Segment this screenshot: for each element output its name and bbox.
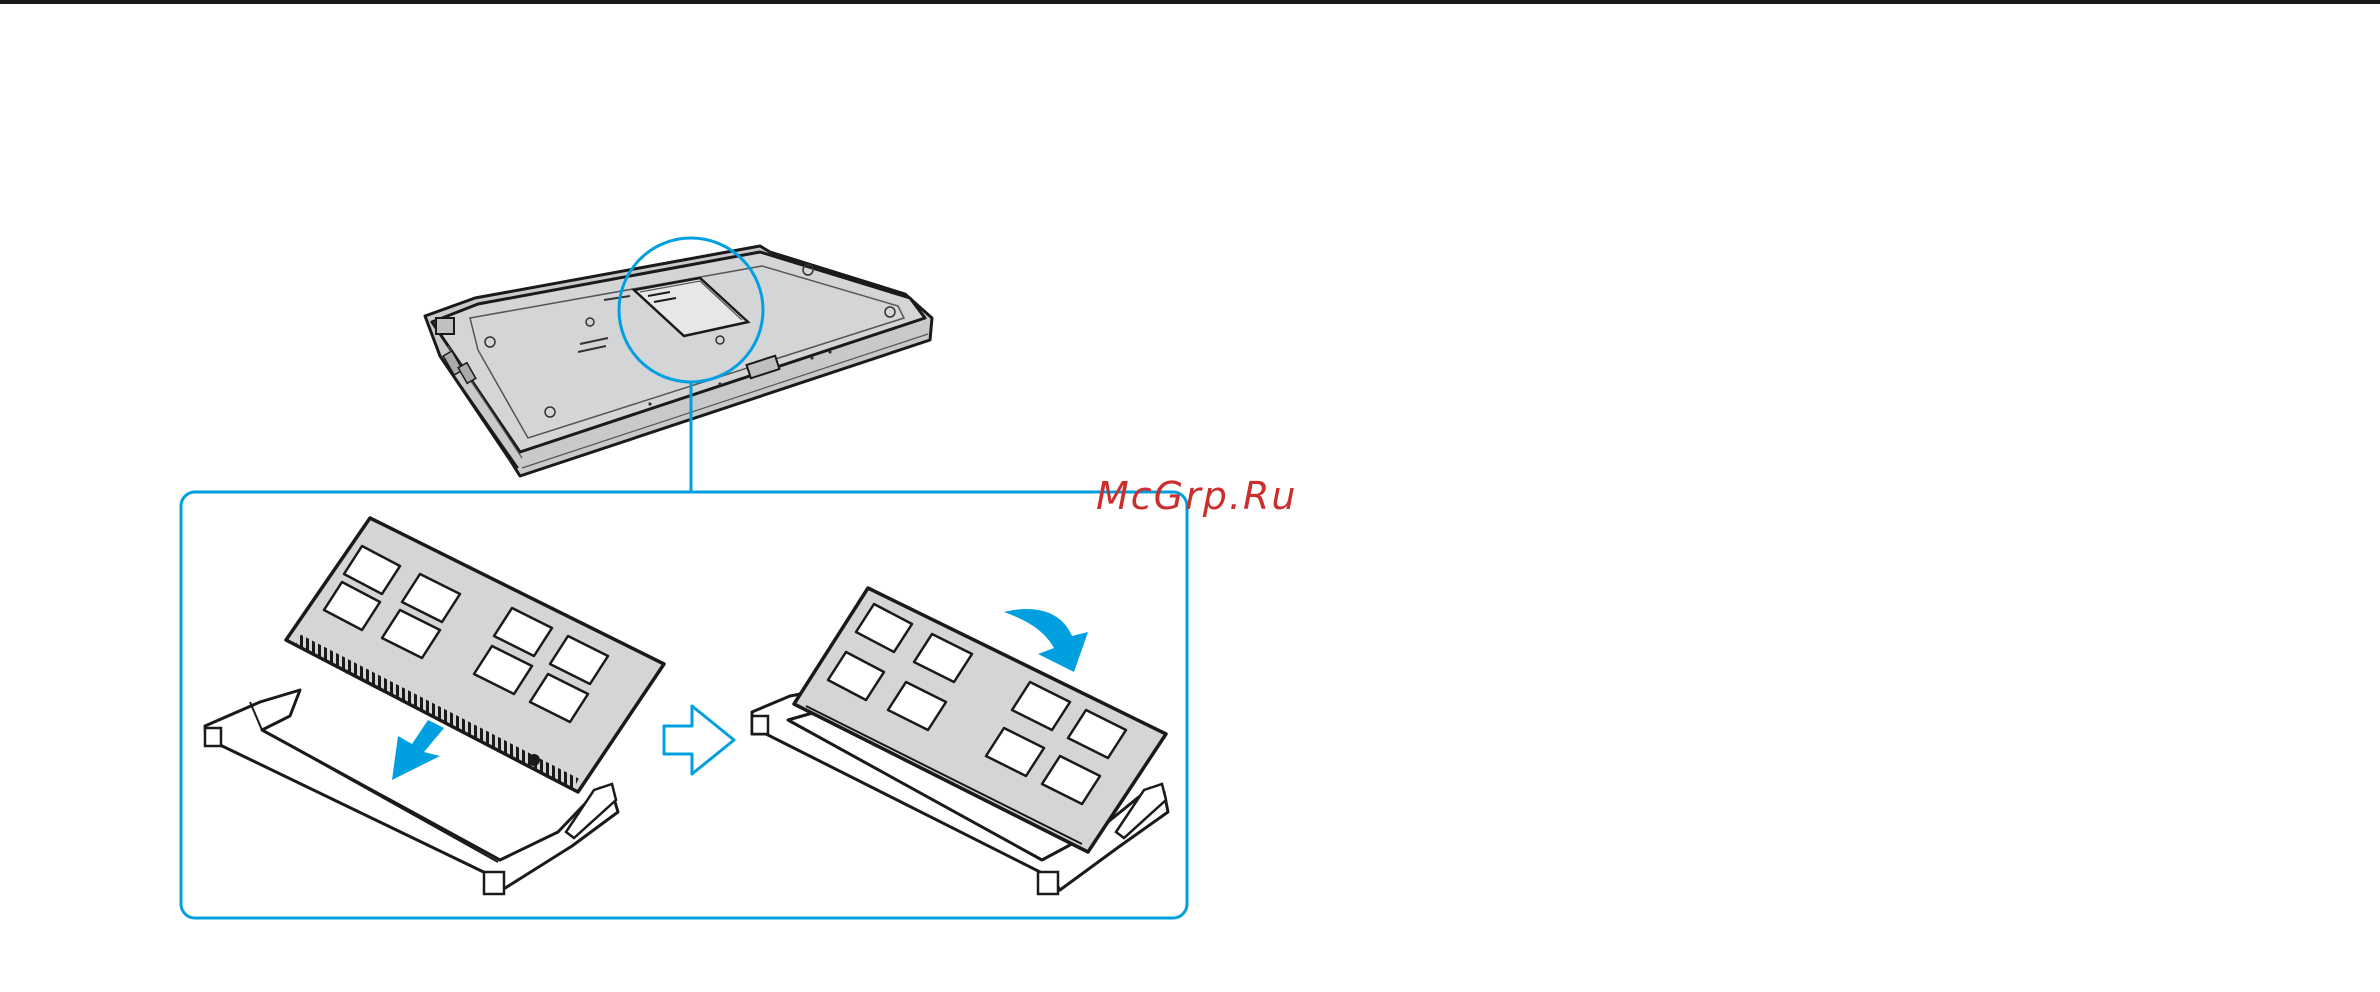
press-down-module-step [752,588,1168,894]
insert-arrow-icon [392,720,444,780]
next-step-arrow-icon [664,706,734,774]
insert-module-step [205,518,664,894]
watermark-text: McGrp.Ru [1096,474,1297,518]
laptop-bottom-illustration [425,246,932,476]
